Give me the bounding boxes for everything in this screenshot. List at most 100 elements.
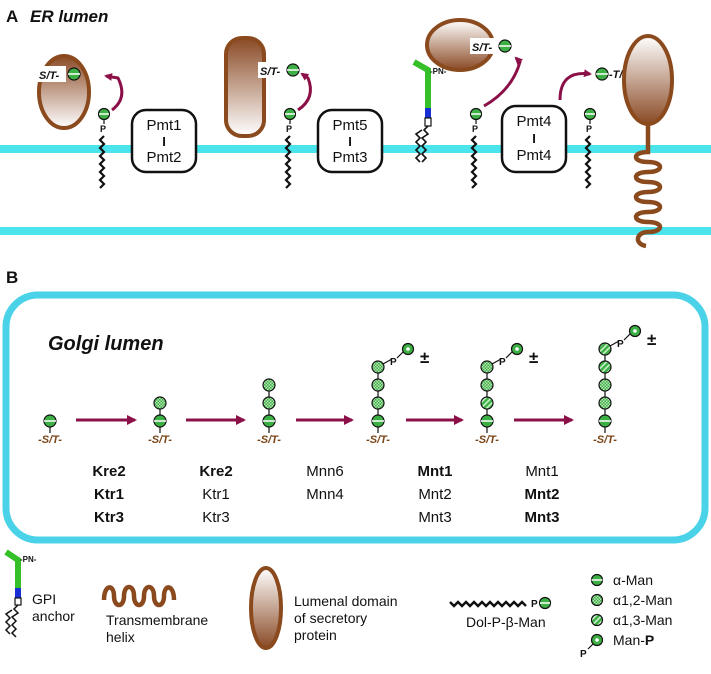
site-box-3 bbox=[470, 38, 496, 54]
legend-sugar-label: α-Man bbox=[613, 572, 653, 588]
legend-dolp-p: P bbox=[531, 599, 538, 610]
legend-sugar-label: α1,3-Man bbox=[613, 612, 672, 628]
alpha12-man-icon bbox=[598, 378, 612, 392]
glycan-structure-2: -S/T- bbox=[148, 396, 172, 446]
enzyme-label: Mnn4 bbox=[306, 486, 344, 503]
phosphate-label: P bbox=[499, 357, 506, 368]
panel-b-letter: B bbox=[6, 268, 18, 287]
legend-lumenal-label-1: Lumenal domain bbox=[294, 593, 398, 609]
glycan-structure-5: -S/T- P ± bbox=[475, 342, 538, 446]
glycan-structure-4: -S/T-P± bbox=[366, 342, 429, 446]
dolichol-chain bbox=[584, 135, 592, 189]
alpha12-man-icon bbox=[153, 396, 167, 410]
enzyme-label: Ktr3 bbox=[202, 509, 230, 526]
membrane-bottom bbox=[0, 227, 711, 235]
alpha12-man-icon bbox=[371, 378, 385, 392]
enzyme-label: Ktr3 bbox=[94, 509, 124, 526]
gpi-anchor-icon bbox=[412, 59, 432, 163]
transfer-arrow-3 bbox=[483, 56, 524, 108]
complex-3-bar: I bbox=[532, 131, 536, 146]
enzyme-label: Mnt2 bbox=[418, 486, 451, 503]
enzyme-label: Kre2 bbox=[199, 463, 232, 480]
pmt4-pmt4-complex bbox=[500, 104, 568, 174]
transfer-arrow-2 bbox=[297, 72, 312, 112]
alpha12-man-icon bbox=[371, 360, 385, 374]
site-label: -S/T- bbox=[148, 434, 172, 446]
transfer-arrow-4 bbox=[558, 69, 592, 101]
p-label: P bbox=[100, 124, 106, 134]
site-label-3: S/T- bbox=[472, 42, 493, 54]
site-label: -S/T- bbox=[475, 434, 499, 446]
plus-minus-sign: ± bbox=[420, 348, 429, 367]
enzyme-label: Mnt1 bbox=[525, 463, 558, 480]
legend-gpi-label-2: anchor bbox=[32, 608, 75, 624]
enzyme-label: Mnt1 bbox=[418, 463, 453, 480]
alpha12-man-icon bbox=[590, 593, 604, 607]
site-label-1: S/T- bbox=[39, 70, 60, 82]
legend-dolichol-chain-icon bbox=[449, 600, 527, 608]
legend-lumenal-label-2: of secretory bbox=[294, 610, 367, 626]
enzyme-label: Kre2 bbox=[92, 463, 125, 480]
complex-2-top: Pmt5 bbox=[332, 117, 367, 134]
transmembrane-protein-domain bbox=[622, 34, 674, 126]
golgi-glycan-chains: -S/T--S/T--S/T--S/T-P±-S/T-P±-S/T-P± bbox=[38, 324, 656, 446]
alpha13-man-icon bbox=[480, 396, 494, 410]
enzyme-label: Mnt3 bbox=[525, 509, 560, 526]
pmt5-pmt3-complex bbox=[316, 108, 384, 174]
dolichol-chain bbox=[98, 135, 106, 189]
glycan-structure-6: -S/T-P± bbox=[593, 324, 656, 446]
dolichol-chain bbox=[284, 135, 292, 189]
complex-1-top: Pmt1 bbox=[146, 117, 181, 134]
site-label: -S/T- bbox=[257, 434, 281, 446]
p-label: P bbox=[286, 124, 292, 134]
gpi-pn-label: -PN- bbox=[430, 67, 447, 76]
legend-gpi-pn: -PN- bbox=[20, 555, 37, 564]
transfer-arrow-1 bbox=[104, 73, 124, 112]
glycan-structure-3: -S/T- bbox=[257, 378, 281, 446]
legend-gpi-label-1: GPI bbox=[32, 591, 56, 607]
enzyme-label: Ktr1 bbox=[202, 486, 230, 503]
site-box-1 bbox=[36, 66, 66, 82]
site-label-2: S/T- bbox=[260, 66, 281, 78]
plus-minus-sign: ± bbox=[529, 348, 538, 367]
enzyme-label: Ktr1 bbox=[94, 486, 124, 503]
legend-sugar-label: Man-P bbox=[613, 632, 654, 648]
legend-gpi-icon bbox=[4, 549, 22, 638]
legend-helix-label-1: Transmembrane bbox=[106, 612, 208, 628]
secretory-protein-2 bbox=[224, 36, 266, 138]
complex-3-top: Pmt4 bbox=[516, 113, 551, 130]
legend-dolp-label: Dol-P-β-Man bbox=[466, 614, 546, 630]
complex-3-bottom: Pmt4 bbox=[516, 147, 551, 164]
pmt1-pmt2-complex bbox=[130, 108, 198, 174]
alpha13-man-icon bbox=[598, 360, 612, 374]
alpha12-man-icon bbox=[262, 378, 276, 392]
legend-man-p-p: P bbox=[580, 649, 587, 660]
legend-lumenal-label-3: protein bbox=[294, 627, 337, 643]
p-label: P bbox=[586, 124, 592, 134]
phosphate-label: P bbox=[617, 339, 624, 350]
alpha12-man-icon bbox=[371, 396, 385, 410]
glycan-structure-1: -S/T- bbox=[38, 414, 62, 446]
legend-helix-icon bbox=[101, 584, 177, 608]
enzyme-label: Mnn6 bbox=[306, 463, 344, 480]
legend-sugar-label: α1,2-Man bbox=[613, 592, 672, 608]
panel-a-letter: A bbox=[6, 7, 18, 26]
alpha13-man-icon bbox=[598, 342, 612, 356]
legend-helix-label-2: helix bbox=[106, 629, 135, 645]
transmembrane-helix-icon bbox=[633, 124, 663, 249]
site-label: -S/T- bbox=[38, 434, 62, 446]
er-lumen-title: ER lumen bbox=[30, 7, 108, 26]
legend-lumenal-domain-icon bbox=[249, 566, 283, 650]
alpha12-man-icon bbox=[480, 378, 494, 392]
complex-2-bar: I bbox=[348, 134, 352, 149]
phosphate-label: P bbox=[390, 357, 397, 368]
complex-1-bar: I bbox=[162, 134, 166, 149]
enzyme-label: Mnt2 bbox=[525, 486, 560, 503]
alpha12-man-icon bbox=[480, 360, 494, 374]
complex-1-bottom: Pmt2 bbox=[146, 149, 181, 166]
dolichol-chain bbox=[470, 135, 478, 189]
golgi-lumen-title: Golgi lumen bbox=[48, 333, 164, 355]
